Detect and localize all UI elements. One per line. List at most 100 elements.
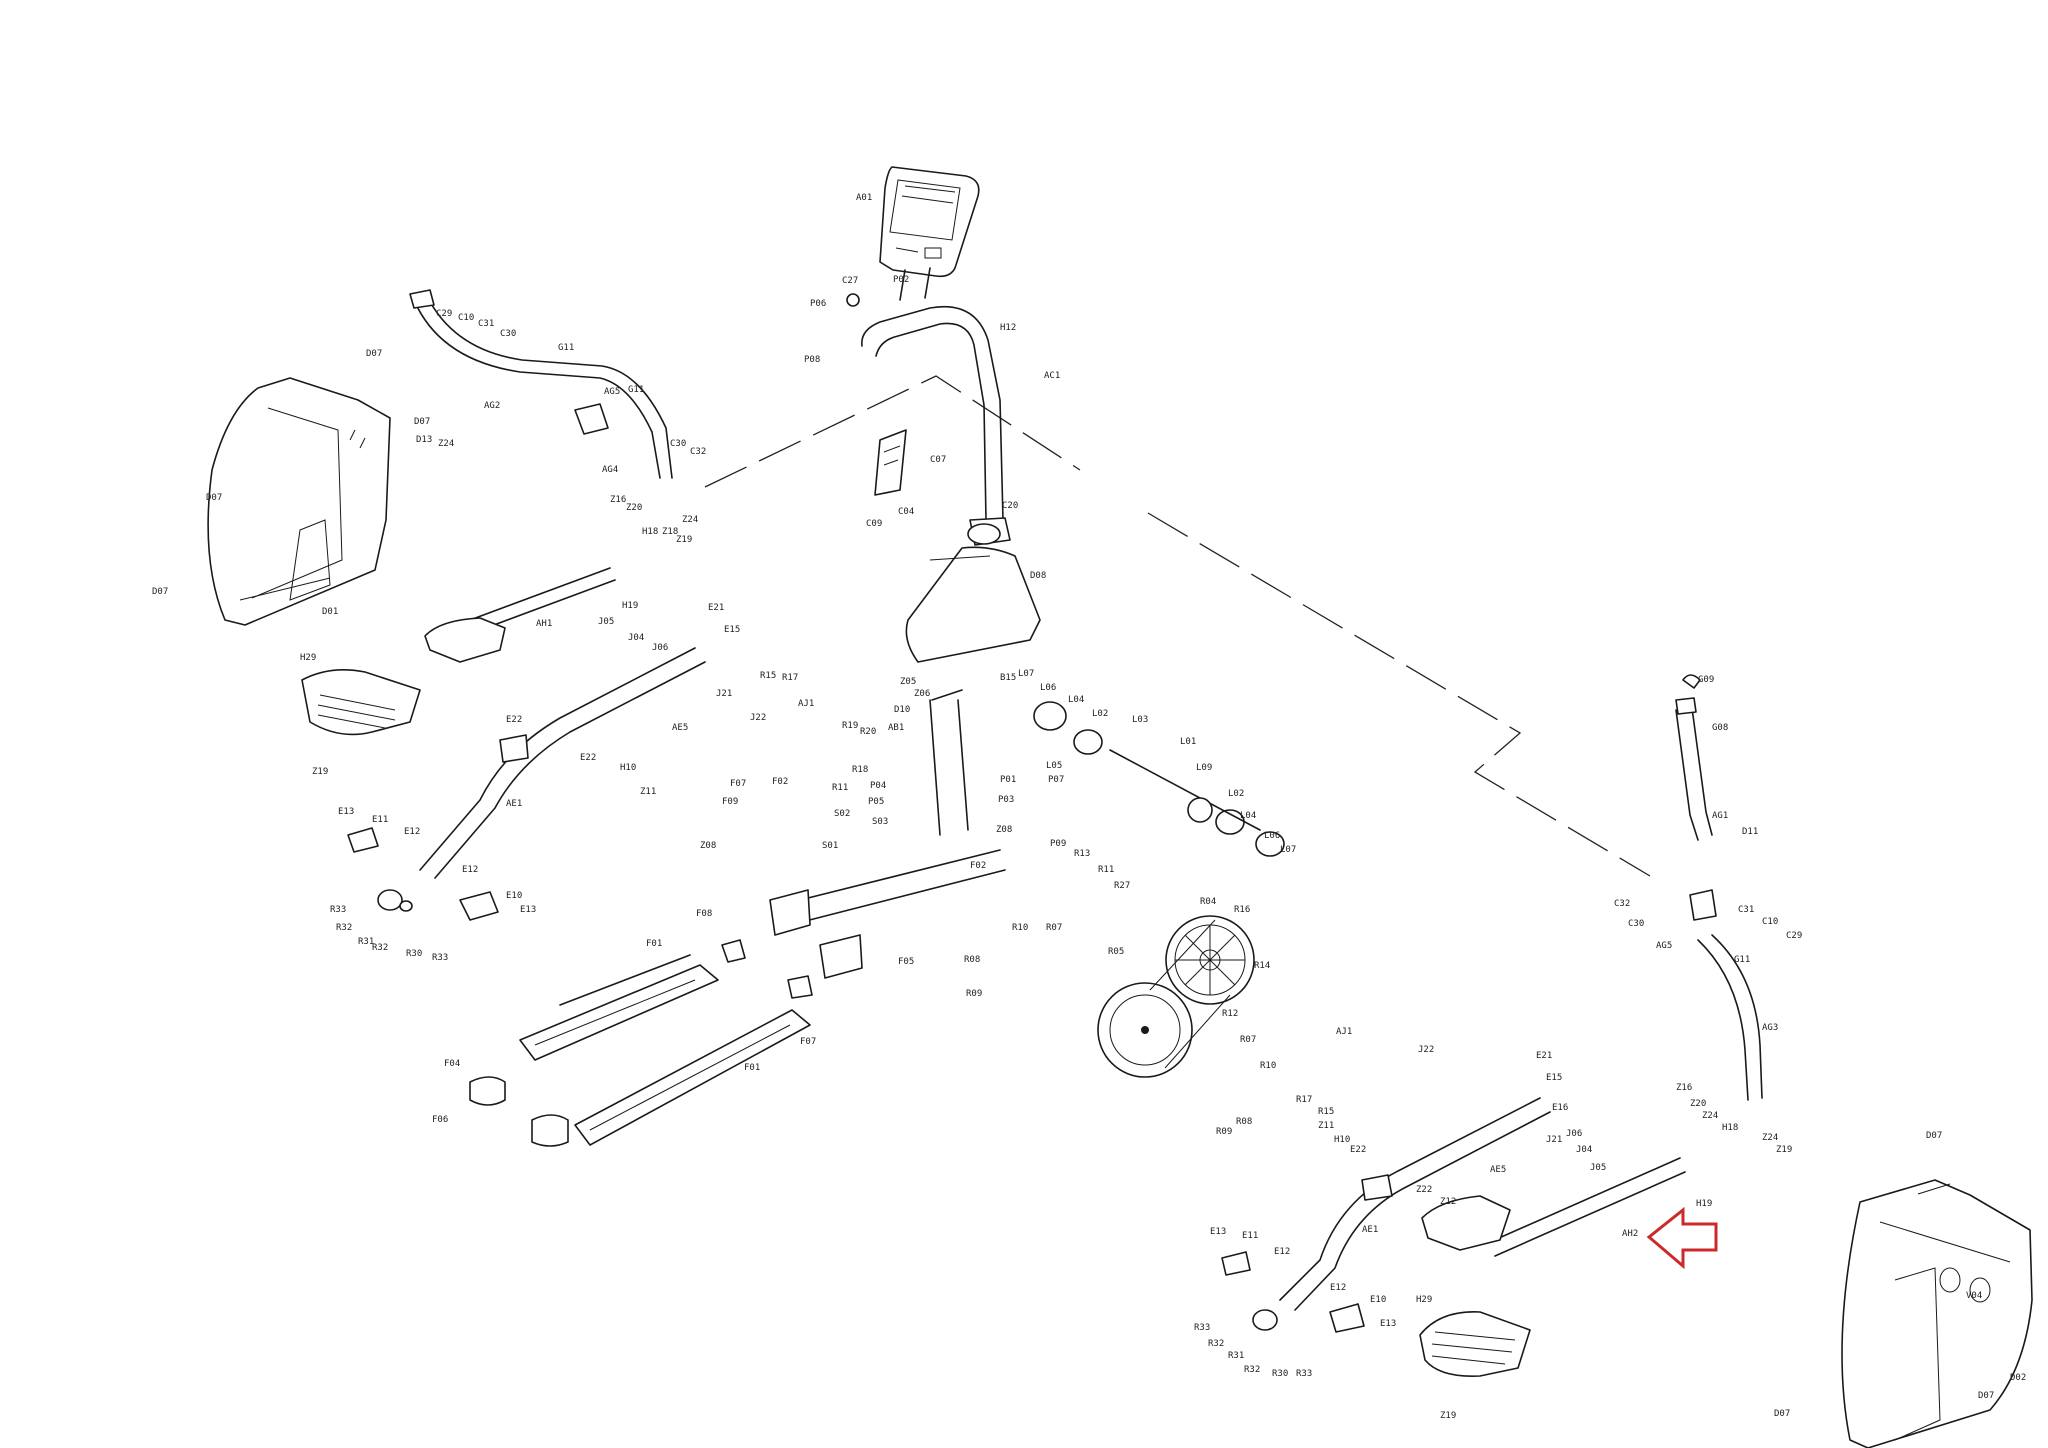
- label-z08: Z08: [996, 825, 1012, 835]
- label-f06: F06: [432, 1115, 448, 1125]
- label-r05: R05: [1108, 947, 1124, 957]
- label-ae5-right: AE5: [1490, 1165, 1506, 1175]
- label-c27: C27: [842, 276, 858, 286]
- label-j06-right: J06: [1566, 1129, 1582, 1139]
- label-j04-left: J04: [628, 633, 644, 643]
- label-f04: F04: [444, 1059, 460, 1069]
- label-f01-b: F01: [744, 1063, 760, 1073]
- label-f02: F02: [772, 777, 788, 787]
- label-e15-right: E15: [1546, 1073, 1562, 1083]
- label-d13: D13: [416, 435, 432, 445]
- label-h29-right: H29: [1416, 1295, 1432, 1305]
- label-l05: L05: [1046, 761, 1062, 771]
- label-f02b: F02: [970, 861, 986, 871]
- label-r15-left: R15: [760, 671, 776, 681]
- label-r16: R16: [1234, 905, 1250, 915]
- label-l06: L06: [1040, 683, 1056, 693]
- label-f09: F09: [722, 797, 738, 807]
- label-z05: Z05: [900, 677, 916, 687]
- label-b15: B15: [1000, 673, 1016, 683]
- label-c30-right: C30: [1628, 919, 1644, 929]
- label-r14: R14: [1254, 961, 1270, 971]
- label-d07-right: D07: [1926, 1131, 1942, 1141]
- left-handlebar-arm: [409, 289, 673, 479]
- label-l07b: L07: [1280, 845, 1296, 855]
- label-d11: D11: [1742, 827, 1758, 837]
- label-z06: Z06: [914, 689, 930, 699]
- label-ag1: AG1: [1712, 811, 1728, 821]
- label-z24-left: Z24: [682, 515, 698, 525]
- label-c30-b: C30: [670, 439, 686, 449]
- label-d10: D10: [894, 705, 910, 715]
- label-d07-c: D07: [152, 587, 168, 597]
- label-z22: Z22: [1416, 1185, 1432, 1195]
- label-l03: L03: [1132, 715, 1148, 725]
- front-feet: [469, 1076, 569, 1147]
- label-c32-left: C32: [690, 447, 706, 457]
- label-p07: P07: [1048, 775, 1064, 785]
- label-j21-left: J21: [716, 689, 732, 699]
- label-ah1: AH1: [536, 619, 552, 629]
- right-rear-shroud: [1841, 1179, 2033, 1448]
- label-r13: R13: [1074, 849, 1090, 859]
- label-z11-left: Z11: [640, 787, 656, 797]
- label-e10-right: E10: [1370, 1295, 1386, 1305]
- bearing-stack: [1033, 701, 1285, 857]
- label-r30-left: R30: [406, 949, 422, 959]
- label-r12: R12: [1222, 1009, 1238, 1019]
- left-pointing-arrow-icon: [1646, 1206, 1718, 1270]
- label-e13-right: E13: [1210, 1227, 1226, 1237]
- label-g11-b: G11: [628, 385, 644, 395]
- label-r30-right: R30: [1272, 1369, 1288, 1379]
- label-z16-left: Z16: [610, 495, 626, 505]
- label-g11-right: G11: [1734, 955, 1750, 965]
- label-z20-right: Z20: [1690, 1099, 1706, 1109]
- label-j05-left: J05: [598, 617, 614, 627]
- label-ag4: AG4: [602, 465, 618, 475]
- right-pedal-tread: [1431, 1331, 1516, 1365]
- label-h19-right: H19: [1696, 1199, 1712, 1209]
- label-d07-a: D07: [414, 417, 430, 427]
- drive-assembly: [1097, 915, 1255, 1078]
- label-e22-a: E22: [506, 715, 522, 725]
- main-frame: [519, 689, 1006, 1146]
- label-h18-left: H18: [642, 527, 658, 537]
- label-r20: R20: [860, 727, 876, 737]
- label-d01: D01: [322, 607, 338, 617]
- label-d08: D08: [1030, 571, 1046, 581]
- label-h10-right: H10: [1334, 1135, 1350, 1145]
- label-c10-left: C10: [458, 313, 474, 323]
- right-handlebar: [1675, 674, 1763, 1101]
- part-labels: A01 C27 P02 P06 P08 H12 AC1 C07 C04 C09 …: [152, 193, 2026, 1421]
- label-c07: C07: [930, 455, 946, 465]
- label-r32-left: R32: [336, 923, 352, 933]
- label-h12: H12: [1000, 323, 1016, 333]
- label-r11b: R11: [1098, 865, 1114, 875]
- label-r15-right: R15: [1318, 1107, 1334, 1117]
- label-g09: G09: [1698, 675, 1714, 685]
- label-e22-b: E22: [580, 753, 596, 763]
- label-ae1-right: AE1: [1362, 1225, 1378, 1235]
- label-l06b: L06: [1264, 831, 1280, 841]
- label-j06-left: J06: [652, 643, 668, 653]
- label-j05-right: J05: [1590, 1163, 1606, 1173]
- label-p03: P03: [998, 795, 1014, 805]
- label-p09: P09: [1050, 839, 1066, 849]
- left-lower-arm: [347, 647, 706, 921]
- label-s02: S02: [834, 809, 850, 819]
- label-l02b: L02: [1228, 789, 1244, 799]
- label-f07-a: F07: [730, 779, 746, 789]
- label-f08: F08: [696, 909, 712, 919]
- label-r33-left: R33: [330, 905, 346, 915]
- label-c32-right: C32: [1614, 899, 1630, 909]
- left-rear-shroud: [207, 377, 391, 626]
- label-r31-right: R31: [1228, 1351, 1244, 1361]
- label-e21-right: E21: [1536, 1051, 1552, 1061]
- label-z19-b: Z19: [312, 767, 328, 777]
- assembly-guide-lines: [704, 375, 1651, 877]
- console-assembly: [879, 166, 980, 278]
- label-l07: L07: [1018, 669, 1034, 679]
- right-pedal-arm: [1419, 1157, 1686, 1377]
- label-z11-right: Z11: [1318, 1121, 1334, 1131]
- label-r27: R27: [1114, 881, 1130, 891]
